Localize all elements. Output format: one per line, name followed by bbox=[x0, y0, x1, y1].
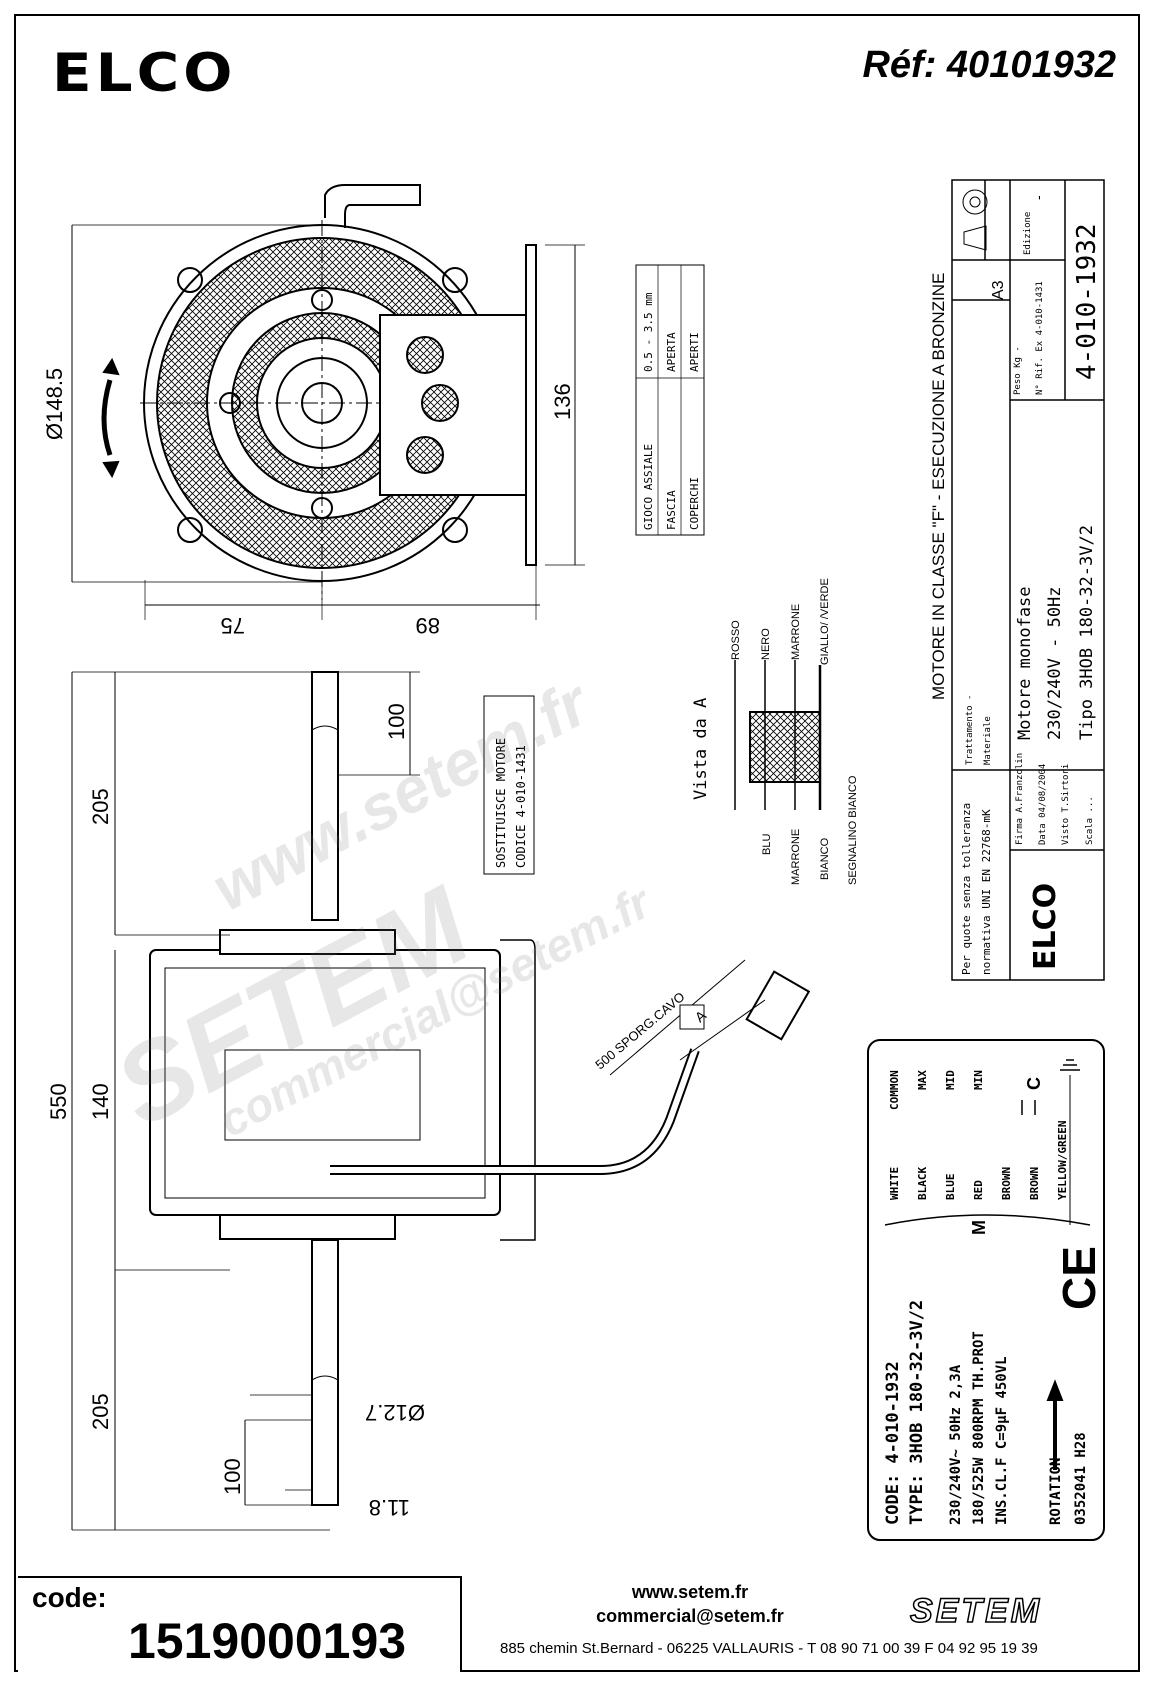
wire-bottom-marrone: MARRONE bbox=[790, 829, 802, 885]
wire-top-rosso: ROSSO bbox=[730, 620, 742, 660]
dim-body-140: 140 bbox=[88, 1083, 113, 1120]
np-line-code: CODE: 4-010-1932 bbox=[883, 1361, 903, 1525]
firma-label: Firma A.Franzolin bbox=[1015, 753, 1025, 845]
np-line-insulation: INS.CL.F C=9µF 450VL bbox=[994, 1356, 1010, 1525]
email-link[interactable]: commercial@setem.fr bbox=[596, 1606, 784, 1626]
tolerance-line-2: normativa UNI EN 22768-mK bbox=[980, 809, 993, 975]
view-marker-box bbox=[679, 1004, 705, 1030]
edition-label: Edizione bbox=[1023, 212, 1033, 255]
replaces-line-1: SOSTITUISCE MOTORE bbox=[494, 738, 508, 868]
reference-number: Réf: 40101932 bbox=[862, 44, 1116, 86]
np-wire-brown-2: BROWN bbox=[1028, 1167, 1041, 1200]
drawing-number: 4-010-1932 bbox=[1072, 223, 1102, 380]
wire-top-marrone: MARRONE bbox=[790, 604, 802, 660]
np-line-type: TYPE: 3HOB 180-32-3V/2 bbox=[907, 1300, 927, 1525]
voltage: 230/240V - 50Hz bbox=[1045, 586, 1065, 740]
upper-shaft bbox=[311, 671, 339, 921]
np-line-serial: 0352041 H28 bbox=[1073, 1432, 1089, 1525]
label-plate bbox=[224, 1049, 421, 1141]
dim-left-75: 75 bbox=[221, 613, 245, 638]
materiale-label: Materiale bbox=[983, 716, 993, 765]
title-heading: MOTORE IN CLASSE "F" - ESECUZIONE A BRON… bbox=[929, 273, 948, 700]
np-line-power: 180/525W 800RPM TH.PROT bbox=[971, 1331, 987, 1525]
title-block bbox=[951, 179, 1105, 981]
title-block-logo: ELCO bbox=[1028, 883, 1063, 970]
motor-type: Tipo 3HOB 180-32-3V/2 bbox=[1077, 525, 1097, 740]
np-wire-blue: BLUE bbox=[944, 1174, 957, 1201]
peso-label: Peso Kg - bbox=[1013, 346, 1023, 395]
np-wire-red: RED bbox=[972, 1180, 985, 1200]
code-value: 1519000193 bbox=[128, 1613, 407, 1669]
tolerance-line-1: Per quote senza tolleranza bbox=[960, 803, 973, 975]
wire-top-giallo-verde: GIALLO/ /VERDE bbox=[819, 578, 831, 665]
wire-bottom-blu: BLU bbox=[761, 834, 773, 855]
play-row-2-label: FASCIA bbox=[665, 490, 678, 530]
cable-length-label: 500 SPORG.CAVO bbox=[592, 989, 687, 1072]
np-term-max: MAX bbox=[916, 1070, 929, 1090]
dim-height-136: 136 bbox=[550, 383, 575, 420]
dim-total-550: 550 bbox=[46, 1083, 71, 1120]
np-line-rotation: ROTATION bbox=[1048, 1458, 1064, 1525]
np-term-min: MIN bbox=[972, 1070, 985, 1090]
connector-drawing bbox=[734, 660, 822, 810]
replaces-line-2: CODICE 4-010-1431 bbox=[514, 745, 528, 868]
cable-connector bbox=[745, 970, 811, 1041]
data-label: Data 04/08/2004 bbox=[1038, 764, 1048, 845]
elco-logo: ELCO bbox=[52, 42, 237, 104]
rotation-arrow bbox=[101, 379, 113, 456]
np-term-mid: MID bbox=[944, 1070, 957, 1090]
dim-shaft-diameter: Ø12.7 bbox=[365, 1400, 425, 1425]
play-table-box bbox=[635, 264, 705, 536]
description: Motore monofase bbox=[1015, 586, 1035, 740]
code-box: code: 1519000193 bbox=[18, 1576, 462, 1672]
np-wire-brown-1: BROWN bbox=[1000, 1167, 1013, 1200]
dim-top-205: 205 bbox=[88, 788, 113, 825]
motor-body bbox=[149, 949, 501, 1216]
wire-top-nero: NERO bbox=[760, 628, 772, 660]
rif-label: N° Rif. Ex 4-010-1431 bbox=[1035, 281, 1045, 395]
play-row-3-label: COPERCHI bbox=[688, 477, 701, 530]
wire-bottom-bianco: BIANCO bbox=[819, 837, 831, 880]
edition-value: - bbox=[1030, 195, 1046, 200]
setem-logo: SETEM bbox=[909, 1591, 1043, 1631]
np-wire-white: WHITE bbox=[888, 1167, 901, 1200]
nameplate bbox=[867, 1039, 1105, 1541]
play-row-3-value: APERTI bbox=[688, 332, 701, 372]
np-motor-symbol: M bbox=[969, 1220, 989, 1235]
contact-block: www.setem.fr commercial@setem.fr bbox=[540, 1580, 840, 1628]
replaces-box bbox=[483, 695, 535, 875]
code-label: code: bbox=[32, 1582, 107, 1613]
visto-label: Visto T.Sirtori bbox=[1061, 764, 1071, 845]
connector-title: Vista da A bbox=[691, 698, 711, 800]
np-term-common: COMMON bbox=[888, 1070, 901, 1110]
website-link[interactable]: www.setem.fr bbox=[631, 1582, 749, 1602]
play-row-1-value: 0.5 - 3.5 mm bbox=[642, 292, 655, 372]
front-view bbox=[71, 184, 585, 620]
dim-flat: 11.8 bbox=[369, 1495, 410, 1520]
wire-bottom-segnalino: SEGNALINO BIANCO bbox=[847, 775, 859, 885]
ce-mark: CE bbox=[1053, 1246, 1105, 1310]
np-capacitor: C bbox=[1024, 1077, 1044, 1090]
np-line-electrical: 230/240V~ 50Hz 2,3A bbox=[948, 1364, 964, 1525]
format-a3: A3 bbox=[990, 280, 1007, 300]
dim-diameter-148: Ø148.5 bbox=[42, 368, 67, 440]
dim-bottom-205: 205 bbox=[88, 1393, 113, 1430]
drawing-frame bbox=[14, 14, 1140, 1672]
np-wire-yellow-green: YELLOW/GREEN bbox=[1056, 1121, 1069, 1200]
play-row-2-value: APERTA bbox=[665, 332, 678, 372]
play-row-1-label: GIOCO ASSIALE bbox=[642, 444, 655, 530]
dim-right-89: 89 bbox=[416, 613, 440, 638]
dim-bottom-100: 100 bbox=[220, 1458, 245, 1495]
dim-top-100: 100 bbox=[384, 703, 409, 740]
trattamento-label: Trattamento - bbox=[965, 695, 975, 765]
address: 885 chemin St.Bernard - 06225 VALLAURIS … bbox=[500, 1640, 1038, 1657]
lower-shaft bbox=[311, 1239, 339, 1506]
side-view bbox=[71, 671, 811, 1531]
np-wire-black: BLACK bbox=[916, 1167, 929, 1200]
scala-label: Scala ... bbox=[1085, 796, 1095, 845]
